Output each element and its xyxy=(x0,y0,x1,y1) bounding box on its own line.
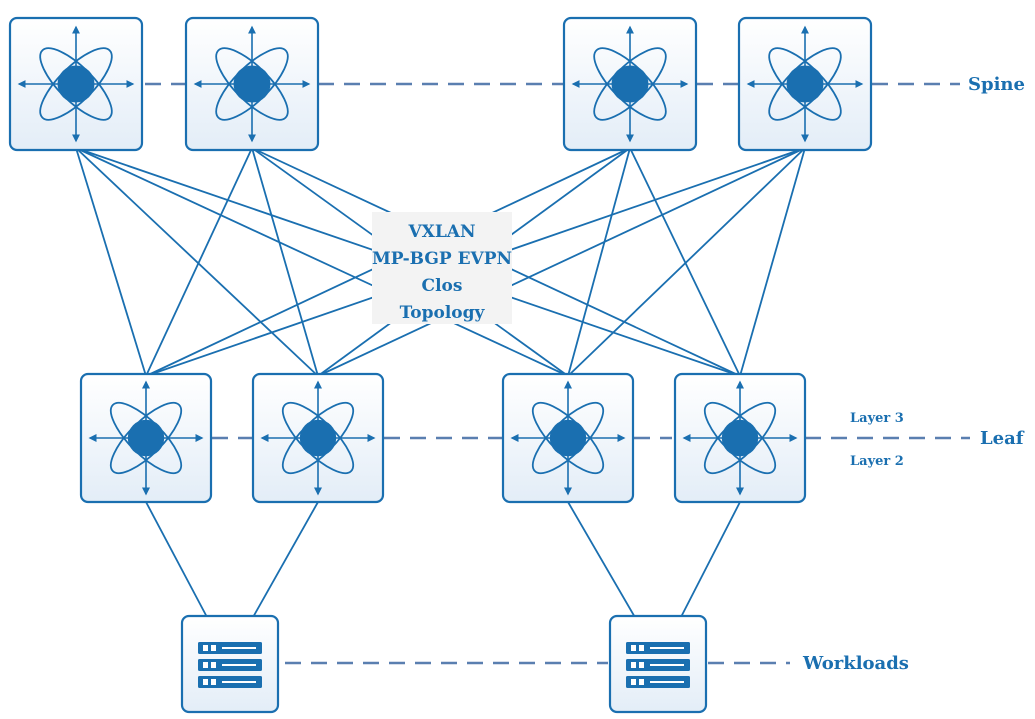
layer-label-3: Layer 3 xyxy=(850,411,904,426)
switch-router-icon xyxy=(17,25,135,143)
spine-switch-3 xyxy=(562,16,698,152)
leaf-switch-3 xyxy=(501,372,635,504)
center-label-topology: Topology xyxy=(400,303,486,323)
layer-label-2: Layer 2 xyxy=(850,454,904,469)
leaf-switch-4 xyxy=(673,372,807,504)
switch-router-icon xyxy=(571,25,689,143)
workload-server-1 xyxy=(180,614,280,714)
server-nodes xyxy=(180,614,708,714)
tier-label-leaf: Leaf xyxy=(980,428,1025,449)
spine-switch-2 xyxy=(184,16,320,152)
center-label-vxlan: VXLAN xyxy=(407,222,475,242)
leaf-switch-1 xyxy=(79,372,213,504)
switch-router-icon xyxy=(746,25,864,143)
spine-leaf-link xyxy=(567,147,806,377)
spine-switch-4 xyxy=(737,16,873,152)
workload-server-2 xyxy=(608,614,708,714)
switch-router-icon xyxy=(88,380,204,496)
switch-router-icon xyxy=(682,380,798,496)
server-rack-icon xyxy=(198,642,262,688)
spine-leaf-link xyxy=(739,147,806,377)
switch-router-icon xyxy=(510,380,626,496)
spine-leaf-link xyxy=(75,147,319,377)
leaf-server-link xyxy=(251,501,319,620)
center-label-mpbgp-evpn: MP-BGP EVPN xyxy=(372,249,512,269)
tier-label-workloads: Workloads xyxy=(802,653,909,674)
spine-leaf-link xyxy=(629,147,741,377)
spine-leaf-link xyxy=(567,147,631,377)
spine-leaf-link xyxy=(251,147,319,377)
center-label-box xyxy=(372,212,512,324)
spine-leaf-link xyxy=(145,147,253,377)
leaf-server-link xyxy=(679,501,741,620)
switch-router-icon xyxy=(260,380,376,496)
switch-nodes xyxy=(8,16,873,504)
center-label-group: VXLAN MP-BGP EVPN Clos Topology xyxy=(372,212,512,324)
server-rack-icon xyxy=(626,642,690,688)
leaf-server-link xyxy=(145,501,209,620)
leaf-server-link xyxy=(567,501,637,620)
spine-switch-1 xyxy=(8,16,144,152)
tier-dashed-lines xyxy=(145,82,970,665)
center-label-clos: Clos xyxy=(422,276,463,296)
spine-leaf-link xyxy=(75,147,147,377)
switch-router-icon xyxy=(193,25,311,143)
tier-label-spine: Spine xyxy=(968,74,1025,95)
spine-leaf-link xyxy=(75,147,569,377)
leaf-switch-2 xyxy=(251,372,385,504)
spine-leaf-link xyxy=(317,147,806,377)
